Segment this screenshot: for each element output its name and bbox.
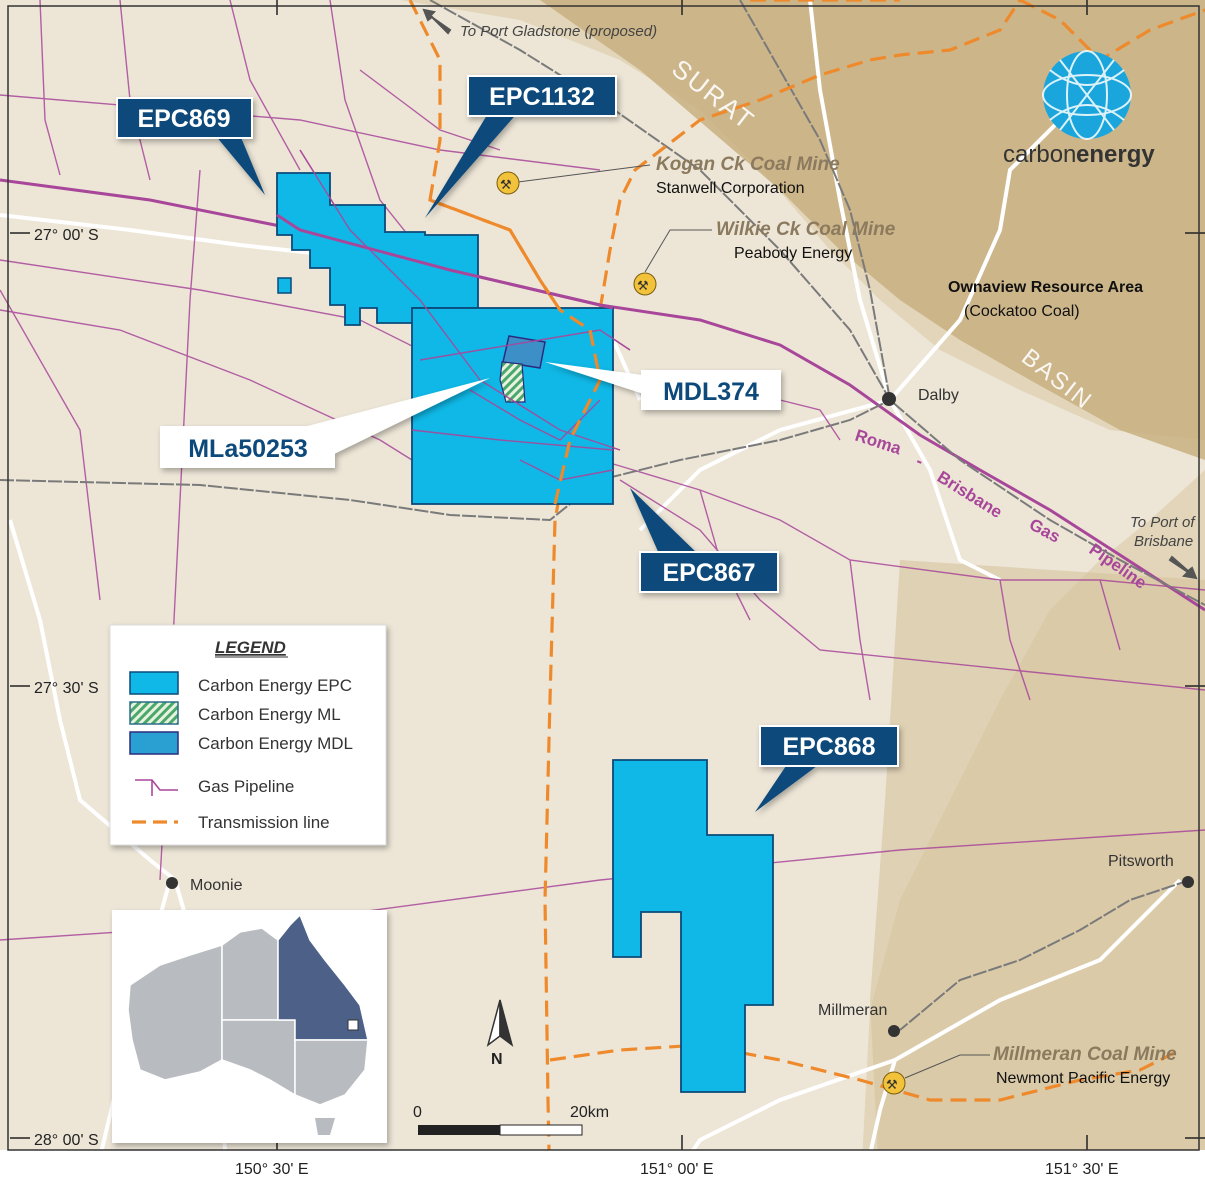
basin-south-band: [870, 560, 1205, 1199]
town-moonie[interactable]: Moonie: [166, 877, 243, 894]
pipelines-over-tenements: [299, 149, 631, 481]
australia-se-region: [294, 1039, 369, 1106]
graticule-ticks: [10, 0, 1205, 1150]
arrow-gladstone-icon: [422, 8, 452, 35]
pickaxe-icon: ⚒: [886, 1077, 898, 1092]
legend-item-label: Transmission line: [198, 813, 330, 832]
inset-location-marker: [347, 1019, 359, 1031]
legend-title: LEGEND: [215, 638, 286, 657]
epc869-polygon[interactable]: [276, 172, 479, 326]
longitude-label: 151° 30' E: [1045, 1161, 1119, 1178]
town-label: Millmeran: [818, 1002, 887, 1019]
legend-swatch-epc: [129, 671, 179, 695]
brand-name-prefix: carbon: [1003, 141, 1076, 168]
mla50253-polygon[interactable]: [499, 361, 526, 403]
mine-name: Wilkie Ck Coal Mine: [716, 219, 896, 240]
australia-nt-region: [221, 927, 279, 1021]
callout-mla50253[interactable]: MLa50253: [160, 378, 490, 468]
mine-name: Kogan Ck Coal Mine: [656, 154, 840, 175]
callout-epc1132[interactable]: EPC1132: [425, 75, 617, 218]
carbon-energy-logo: carbon energy: [1003, 50, 1155, 168]
callout-label: EPC868: [782, 733, 875, 761]
callout-epc868[interactable]: EPC868: [755, 725, 899, 812]
town-label: Dalby: [918, 387, 959, 404]
town-dalby[interactable]: Dalby: [882, 387, 959, 406]
brisbane-direction-label: To Port of: [1130, 514, 1196, 531]
epc868-polygon[interactable]: [612, 759, 774, 1093]
epc869-outlier-block[interactable]: [277, 277, 292, 294]
callout-label: MDL374: [663, 378, 759, 406]
legend-content: LEGEND Carbon Energy EPC Carbon Energy M…: [129, 638, 353, 832]
mine-millmeran[interactable]: ⚒ Millmeran Coal Mine Newmont Pacific En…: [882, 1044, 1177, 1095]
longitude-label: 150° 30' E: [235, 1161, 309, 1178]
callout-label: EPC867: [662, 559, 755, 587]
town-pitsworth[interactable]: Pitsworth: [1108, 853, 1194, 888]
pickaxe-icon: ⚒: [500, 177, 512, 192]
australia-western-region: [127, 943, 223, 1081]
north-arrow-icon: N: [486, 999, 514, 1068]
callout-epc867[interactable]: EPC867: [630, 488, 779, 593]
north-label: N: [491, 1051, 503, 1068]
mine-operator: Peabody Energy: [734, 245, 852, 262]
legend-item-label: Carbon Energy MDL: [198, 734, 353, 753]
bottom-margin-strip: [0, 1150, 1205, 1199]
mine-kogan[interactable]: ⚒ Kogan Ck Coal Mine Stanwell Corporatio…: [496, 154, 840, 197]
callout-epc869[interactable]: EPC869: [116, 97, 265, 195]
brisbane-direction-label: Brisbane: [1134, 533, 1193, 550]
callout-label: EPC869: [137, 105, 230, 133]
callout-label: MLa50253: [188, 435, 308, 463]
gladstone-direction-label: To Port Gladstone (proposed): [460, 23, 657, 40]
scale-bar: 0 20km: [413, 1104, 609, 1136]
australia-qld-region: [277, 913, 369, 1041]
pickaxe-icon: ⚒: [637, 278, 649, 293]
arrow-brisbane-icon: [1168, 555, 1198, 580]
mine-name: Millmeran Coal Mine: [993, 1044, 1177, 1065]
town-label: Moonie: [190, 877, 243, 894]
mine-operator: Stanwell Corporation: [656, 180, 805, 197]
ownaview-subtitle: (Cockatoo Coal): [964, 303, 1080, 320]
legend-item-label: Gas Pipeline: [198, 777, 294, 796]
legend-item-label: Carbon Energy ML: [198, 705, 341, 724]
latitude-label: 27° 30' S: [34, 680, 99, 697]
transmission-over-epc: [429, 198, 602, 505]
callout-label: EPC1132: [489, 83, 595, 111]
ownaview-title: Ownaview Resource Area: [948, 279, 1143, 296]
main-pipeline-over-epc: [276, 213, 614, 310]
legend-swatch-mdl: [129, 731, 179, 755]
latitude-label: 27° 00' S: [34, 227, 99, 244]
scale-end-label: 20km: [570, 1104, 609, 1121]
australia-inset-shapes: [127, 913, 369, 1135]
map-frame: [7, 5, 1200, 1151]
mine-wilkie[interactable]: ⚒ Wilkie Ck Coal Mine Peabody Energy: [633, 219, 896, 296]
longitude-label: 151° 00' E: [640, 1161, 714, 1178]
town-millmeran[interactable]: Millmeran: [818, 1002, 900, 1037]
latitude-label: 28° 00' S: [34, 1132, 99, 1149]
legend-item-label: Carbon Energy EPC: [198, 676, 352, 695]
callout-mdl374[interactable]: MDL374: [545, 362, 781, 410]
legend-swatch-ml: [129, 701, 179, 725]
scale-start-label: 0: [413, 1104, 422, 1121]
surat-basin-core: [540, 0, 1205, 460]
legend-swatch-gas: [135, 779, 178, 796]
town-label: Pitsworth: [1108, 853, 1174, 870]
australia-tasmania: [315, 1118, 335, 1135]
brand-name-suffix: energy: [1076, 141, 1155, 168]
mine-operator: Newmont Pacific Energy: [996, 1070, 1170, 1087]
